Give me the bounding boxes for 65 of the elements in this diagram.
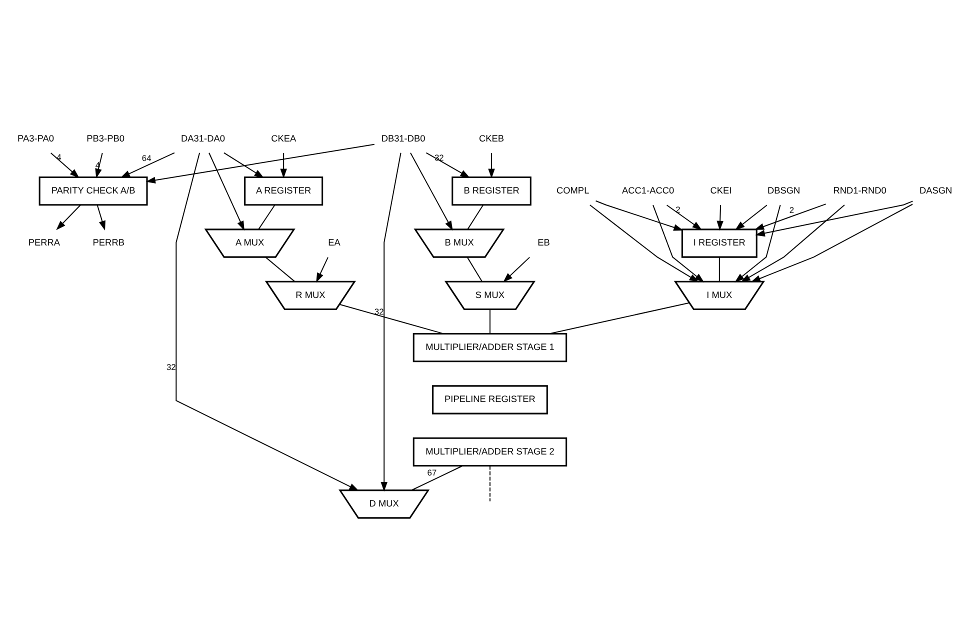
connector [718, 256, 720, 282]
arrow [56, 204, 81, 230]
node-text: EA [328, 238, 340, 248]
node-text: PERRB [92, 238, 124, 248]
arrow [754, 204, 826, 230]
edge-label: 32 [374, 306, 384, 316]
node-text: EB [538, 238, 550, 248]
arrow [380, 152, 402, 492]
node-text: CKEB [479, 133, 504, 144]
edge-label: 64 [142, 152, 152, 163]
arrow [740, 204, 845, 282]
connector [339, 304, 444, 334]
arrow [652, 204, 704, 282]
arrow [208, 152, 244, 231]
arrow [716, 204, 724, 231]
arrow [666, 204, 702, 230]
arrow [316, 256, 328, 283]
node-box: PARITY CHECK A/B [38, 176, 148, 206]
connector [548, 302, 690, 334]
node-text: DA31-DA0 [181, 133, 225, 144]
node-text: PA3-PA0 [18, 133, 54, 144]
node-box: MULTIPLIER/ADDER STAGE 1 [412, 333, 568, 362]
node-text: DASGN [919, 185, 952, 196]
node-text: DBSGN [768, 185, 800, 196]
connector [489, 308, 490, 334]
connector [466, 256, 482, 282]
arrow [146, 144, 375, 184]
node-box: MULTIPLIER/ADDER STAGE 2 [412, 437, 568, 467]
arrow [488, 152, 495, 178]
arrow [280, 152, 287, 178]
node-text: COMPL [556, 185, 590, 196]
node-box: B REGISTER [452, 176, 532, 206]
arrow [223, 152, 264, 178]
edge-label: 67 [427, 468, 437, 478]
node-text: ACC1-ACC0 [622, 185, 674, 196]
connector [265, 256, 296, 282]
connector [258, 204, 276, 230]
arrow [120, 152, 175, 178]
arrow [589, 204, 699, 282]
node-box: PIPELINE REGISTER [432, 385, 548, 414]
connector [467, 204, 484, 230]
edge-label: 2 [789, 204, 794, 215]
node-text: PB3-PB0 [86, 133, 124, 144]
node-text: CKEA [271, 133, 296, 144]
node-text: CKEI [710, 185, 732, 196]
node-text: DB31-DB0 [381, 133, 426, 144]
connector [489, 466, 490, 502]
arrow [410, 152, 453, 231]
edge-label: 4 [56, 152, 62, 162]
arrow [750, 204, 914, 282]
node-box: A REGISTER [244, 176, 324, 206]
arrow [503, 256, 530, 282]
node-text: PERRA [28, 238, 60, 248]
arrow [595, 200, 684, 231]
arrow [96, 204, 106, 231]
edge-label: 32 [166, 362, 176, 372]
arrow [755, 200, 914, 237]
arrow [735, 204, 768, 230]
arrow [50, 152, 80, 178]
arrow [176, 152, 359, 491]
arrow [426, 152, 470, 178]
node-text: RND1-RND0 [833, 185, 886, 196]
connector [411, 465, 463, 491]
arrow [734, 204, 781, 282]
node-box: I REGISTER [681, 228, 758, 258]
